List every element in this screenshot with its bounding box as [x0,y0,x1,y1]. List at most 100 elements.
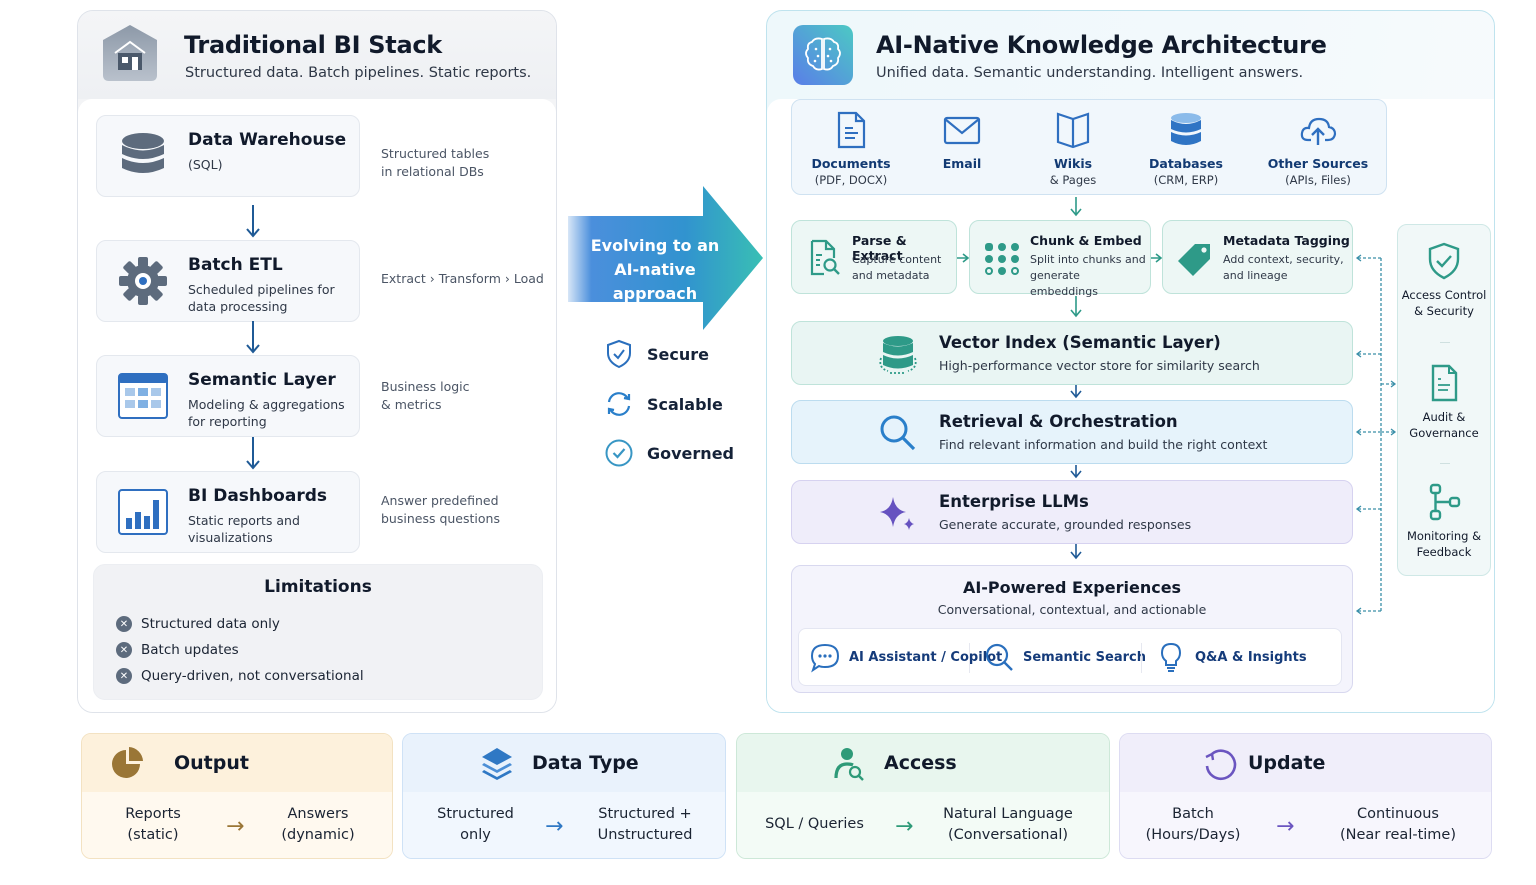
bi-dashboards-card: BI Dashboards Static reports and visuali… [96,471,360,553]
evolve-label: Evolving to an AI-native approach [575,234,735,306]
enterprise-llm-layer: Enterprise LLMs Generate accurate, groun… [791,480,1353,544]
vector-db-icon [879,336,917,374]
transform-title: Metadata Tagging [1223,233,1350,248]
evolve-label-line: AI-native approach [612,260,698,303]
limitations-box: Limitations ✕ Structured data only ✕ Bat… [93,564,543,700]
shield-check-icon [607,339,631,369]
check-circle-icon [605,439,633,467]
divider [969,643,970,673]
comparison-title: Output [174,752,249,774]
transform-subtitle: Add context, security,and lineage [1223,252,1344,284]
experience-qa-insights[interactable]: Q&A & Insights [1155,641,1307,673]
to-line: (Conversational) [947,827,1069,843]
brain-icon [793,25,853,85]
gear-icon [119,257,167,305]
comparison-header [82,734,392,792]
property-governed: Governed [603,437,734,469]
gov-label: & Security [1414,304,1474,318]
pie-chart-icon [112,747,143,778]
source-wikis: Wikis & Pages [1018,110,1128,187]
card-note: Extract › Transform › Load [381,270,544,288]
transform-title: Parse & Extract [852,233,907,263]
subtitle-line: Add context, security, [1223,253,1344,266]
source-title: Databases [1149,156,1223,171]
doc-search-icon [810,239,840,276]
card-subtitle: Static reports and visualizations [188,513,300,545]
database-icon [122,133,164,173]
subtitle-line: Split into chunks and [1030,253,1146,266]
limitation-text: Batch updates [141,642,239,658]
comparison-to: Structured +Unstructured [585,804,705,846]
transform-subtitle: Split into chunks and generate embeddings [1030,252,1150,300]
refresh-icon [607,392,631,416]
experience-semantic-search[interactable]: Semantic Search [983,641,1146,673]
experience-ai-assistant[interactable]: AI Assistant / Copilot [809,641,1002,673]
comparison-from: SQL / Queries [757,814,872,835]
gov-label: Access Control [1401,288,1487,302]
property-label: Governed [647,443,734,463]
layer-title: Enterprise LLMs [939,492,1089,511]
subtitle-line: generate embeddings [1030,269,1098,298]
limitation-text: Query-driven, not conversational [141,668,364,684]
traditional-bi-body: Data Warehouse (SQL) Structured tables i… [78,99,556,712]
layer-title: Retrieval & Orchestration [939,412,1178,431]
divider [1440,463,1450,464]
comparison-to: Continuous(Near real-time) [1328,804,1468,846]
x-circle-icon: ✕ [116,616,132,632]
comparison-title: Update [1248,752,1326,774]
experiences-subtitle: Conversational, contextual, and actionab… [937,602,1207,617]
comparison-header [737,734,1109,792]
to-line: Natural Language [943,806,1073,822]
divider [1440,342,1450,343]
data-sources-box: Documents (PDF, DOCX) Email Wikis & Page… [791,99,1387,195]
house-icon [103,25,157,81]
comparison-update: Update Batch(Hours/Days) → Continuous(Ne… [1119,733,1492,859]
source-other: Other Sources (APIs, Files) [1263,110,1373,187]
limitation-item: ✕ Query-driven, not conversational [116,667,364,685]
shield-check-icon [1428,242,1460,280]
to-line: Unstructured [597,827,693,843]
batch-etl-card: Batch ETL Scheduled pipelines for data p… [96,240,360,322]
subtitle-line: Capture content [852,253,942,266]
comparison-title: Access [884,752,957,774]
x-circle-icon: ✕ [116,668,132,684]
gov-label: Monitoring & [1406,529,1482,543]
comparison-to: Answers (dynamic) [268,804,368,846]
gov-label: Audit & [1422,410,1466,424]
right-arrow-icon: → [545,814,564,839]
right-arrow-icon: → [226,814,245,839]
gov-audit: Audit & Governance [1398,363,1490,441]
to-line: Answers [287,806,349,822]
experiences-row: AI Assistant / Copilot Semantic Search Q… [798,628,1342,686]
left-subtitle: Structured data. Batch pipelines. Static… [185,65,532,81]
dots-grid-icon [985,243,1019,275]
to-line: (Near real-time) [1339,827,1456,843]
x-circle-icon: ✕ [116,642,132,658]
limitations-title: Limitations [264,577,372,597]
table-grid-icon [118,373,168,419]
document-icon [837,111,866,149]
comparison-body [82,792,392,858]
source-title: Email [942,156,982,171]
to-line: (dynamic) [281,827,355,843]
experience-label: Q&A & Insights [1195,649,1307,665]
lightbulb-icon [1160,642,1182,672]
layer-subtitle: Generate accurate, grounded responses [939,517,1192,532]
source-databases: Databases (CRM, ERP) [1131,110,1241,187]
governance-column: Access Control & Security Audit & Govern… [1397,224,1491,576]
limitation-text: Structured data only [141,616,280,632]
data-warehouse-card: Data Warehouse (SQL) [96,115,360,197]
evolve-arrow [568,186,763,330]
card-note: Structured tables in relational DBs [381,145,489,181]
vector-index-layer: Vector Index (Semantic Layer) High-perfo… [791,321,1353,385]
comparison-output: Output Reports(static) → Answers (dynamic… [81,733,393,859]
gov-label: Governance [1409,426,1479,440]
note-line: business questions [381,511,500,526]
property-scalable: Scalable [603,388,723,420]
user-search-icon [834,748,864,781]
comparison-from: Reports(static) [108,804,198,846]
source-subtitle: (CRM, ERP) [1153,173,1219,187]
right-subtitle: Unified data. Semantic understanding. In… [876,65,1304,81]
